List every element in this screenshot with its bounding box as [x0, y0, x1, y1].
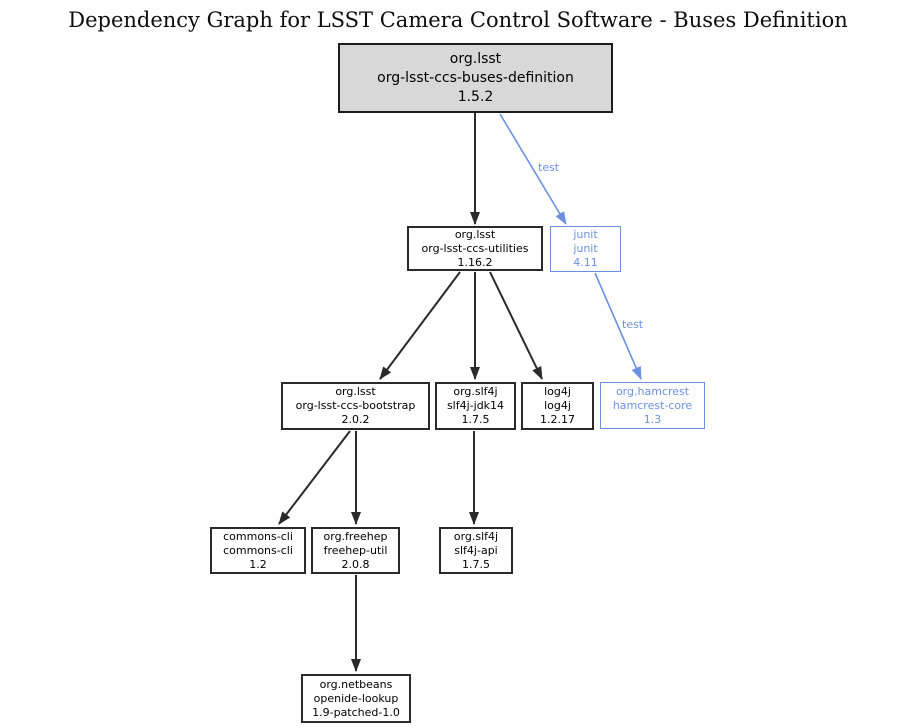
- node-version: 1.5.2: [457, 88, 494, 105]
- node-slf4j-jdk14: org.slf4j slf4j-jdk14 1.7.5: [435, 382, 516, 430]
- node-org-lsst-ccs-bootstrap: org.lsst org-lsst-ccs-bootstrap 2.0.2: [281, 382, 430, 430]
- node-artifact: commons-cli: [223, 543, 293, 557]
- node-junit: junit junit 4.11: [550, 226, 621, 272]
- node-group: log4j: [544, 385, 571, 398]
- node-freehep-util: org.freehep freehep-util 2.0.8: [311, 527, 400, 574]
- node-group: commons-cli: [223, 529, 293, 543]
- node-hamcrest-core: org.hamcrest hamcrest-core 1.3: [600, 382, 705, 429]
- node-artifact: org-lsst-ccs-bootstrap: [295, 399, 416, 412]
- node-group: org.lsst: [335, 385, 376, 398]
- node-org-lsst-ccs-utilities: org.lsst org-lsst-ccs-utilities 1.16.2: [407, 226, 543, 271]
- node-version: 1.7.5: [462, 557, 490, 571]
- node-group: org.slf4j: [453, 529, 499, 543]
- node-version: 1.2.17: [540, 413, 575, 426]
- node-version: 4.11: [573, 256, 598, 269]
- node-group: junit: [573, 228, 598, 241]
- node-version: 1.16.2: [457, 255, 493, 269]
- edge-bootstrap-to-commons-cli: [278, 430, 351, 525]
- node-group: org.netbeans: [319, 677, 393, 691]
- node-artifact: log4j: [544, 399, 571, 412]
- node-log4j: log4j log4j 1.2.17: [521, 382, 594, 430]
- node-version: 1.3: [643, 412, 662, 426]
- node-artifact: freehep-util: [323, 543, 388, 557]
- edge-utilities-to-log4j: [489, 271, 543, 380]
- node-artifact: slf4j-api: [454, 543, 498, 557]
- node-version: 2.0.2: [341, 413, 370, 426]
- graph-title: Dependency Graph for LSST Camera Control…: [68, 8, 848, 32]
- node-openide-lookup: org.netbeans openide-lookup 1.9-patched-…: [301, 674, 411, 723]
- node-version: 1.7.5: [461, 413, 490, 426]
- node-group: org.hamcrest: [615, 384, 690, 398]
- node-group: org.slf4j: [453, 385, 498, 398]
- node-artifact: junit: [573, 242, 598, 255]
- node-group: org.freehep: [323, 529, 388, 543]
- node-version: 1.2: [249, 557, 267, 571]
- node-group: org.lsst: [454, 227, 496, 241]
- node-version: 1.9-patched-1.0: [312, 705, 400, 719]
- edge-label-test-junit: test: [538, 161, 560, 174]
- node-org-lsst-ccs-buses-definition: org.lsst org-lsst-ccs-buses-definition 1…: [338, 43, 613, 113]
- node-artifact: hamcrest-core: [612, 398, 693, 412]
- node-group: org.lsst: [449, 50, 502, 67]
- node-artifact: slf4j-jdk14: [446, 399, 505, 412]
- edge-label-test-hamcrest: test: [622, 318, 644, 331]
- node-artifact: openide-lookup: [313, 691, 399, 705]
- node-artifact: org-lsst-ccs-buses-definition: [377, 69, 574, 86]
- node-version: 2.0.8: [341, 557, 370, 571]
- node-slf4j-api: org.slf4j slf4j-api 1.7.5: [439, 527, 513, 574]
- edge-utilities-to-bootstrap: [379, 271, 461, 380]
- node-artifact: org-lsst-ccs-utilities: [421, 241, 529, 255]
- node-commons-cli: commons-cli commons-cli 1.2: [210, 527, 306, 574]
